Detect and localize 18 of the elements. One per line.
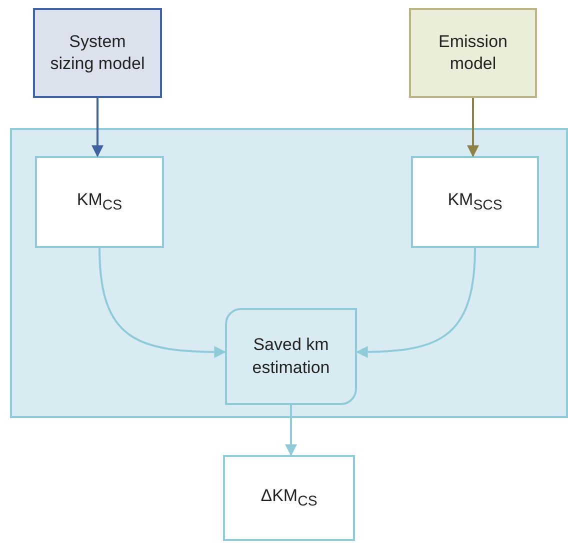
node-label: ΔKM$_{CS}$	[260, 485, 318, 511]
process-box	[225, 308, 357, 405]
arrow	[285, 405, 297, 456]
model-box	[409, 8, 537, 98]
node-label: KM$_{CS}$	[76, 189, 122, 215]
arrow	[92, 98, 104, 158]
node-label: Emission model	[438, 30, 508, 75]
node-label: KM$_{SCS}$	[448, 189, 502, 215]
node-label: System sizing model	[49, 30, 146, 75]
process-box	[411, 156, 539, 248]
model-box	[33, 8, 162, 98]
process-box	[35, 156, 164, 248]
arrow	[467, 98, 479, 158]
group-panel	[10, 128, 568, 418]
node-label: Saved km estimation	[251, 334, 331, 378]
arrow	[98, 248, 226, 358]
arrow	[356, 248, 476, 358]
result-box	[223, 455, 355, 541]
